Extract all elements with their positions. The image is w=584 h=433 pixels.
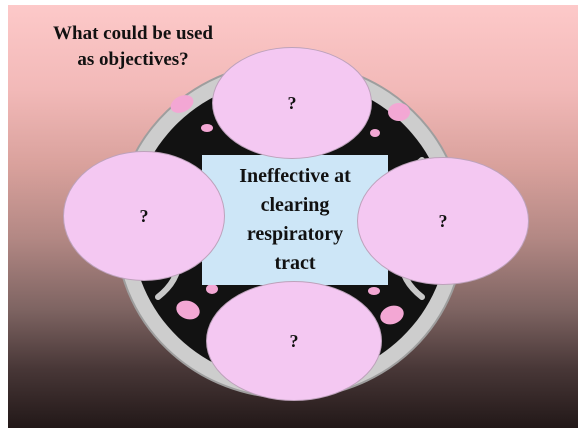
mucus-plug xyxy=(201,124,213,132)
mucus-plug xyxy=(380,305,404,325)
objective-left-label: ? xyxy=(139,205,149,226)
objective-ellipse-left: ? xyxy=(63,151,225,281)
objective-ellipse-top: ? xyxy=(212,47,372,159)
objective-bottom-label: ? xyxy=(289,330,299,351)
central-problem-line-3: respiratory xyxy=(246,223,344,245)
slide-title-line-1: What could be used xyxy=(53,23,213,44)
central-problem-line-4: tract xyxy=(274,252,316,274)
objective-right-label: ? xyxy=(438,210,448,231)
mucus-plug xyxy=(370,129,380,137)
objective-ellipse-bottom: ? xyxy=(206,281,382,401)
mucus-plug xyxy=(170,95,194,113)
mucus-plug xyxy=(388,103,410,121)
slide-title-line-2: as objectives? xyxy=(77,49,189,70)
objective-top-label: ? xyxy=(287,92,297,113)
central-problem-line-1: Ineffective at xyxy=(239,165,351,187)
mucus-plug xyxy=(368,287,380,295)
objective-ellipse-right: ? xyxy=(357,157,529,285)
slide-title: What could be used as objectives? xyxy=(18,21,248,73)
mucus-plug xyxy=(176,300,200,320)
central-problem-line-2: clearing xyxy=(260,194,330,216)
central-problem-text: Ineffective at clearing respiratory trac… xyxy=(239,162,351,278)
mucus-plug xyxy=(206,284,218,294)
slide: What could be used as objectives? Ineffe… xyxy=(8,5,578,428)
